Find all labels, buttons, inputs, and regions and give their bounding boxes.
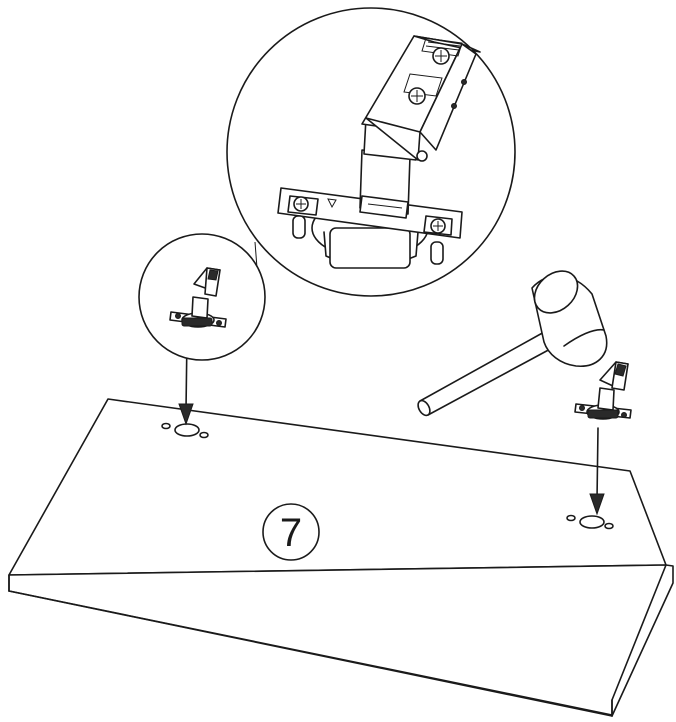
hinge-detail-large bbox=[277, 35, 481, 269]
panel-front-edge bbox=[8, 564, 667, 716]
mallet bbox=[417, 270, 608, 417]
hinge-small-right bbox=[574, 361, 632, 420]
hinge-small-left bbox=[169, 267, 227, 328]
step-number-badge: 7 bbox=[262, 503, 320, 561]
panel-side-edge bbox=[611, 564, 674, 717]
arrow-down-right bbox=[589, 427, 605, 516]
mallet-handle bbox=[419, 330, 555, 416]
panel-board bbox=[8, 398, 674, 717]
callout-leader-line bbox=[254, 241, 258, 269]
drilled-hole-left bbox=[161, 422, 209, 439]
drilled-hole-right bbox=[566, 514, 614, 530]
small-detail-circle bbox=[138, 233, 266, 361]
step-number: 7 bbox=[280, 511, 302, 555]
panel-top-face bbox=[8, 398, 667, 576]
